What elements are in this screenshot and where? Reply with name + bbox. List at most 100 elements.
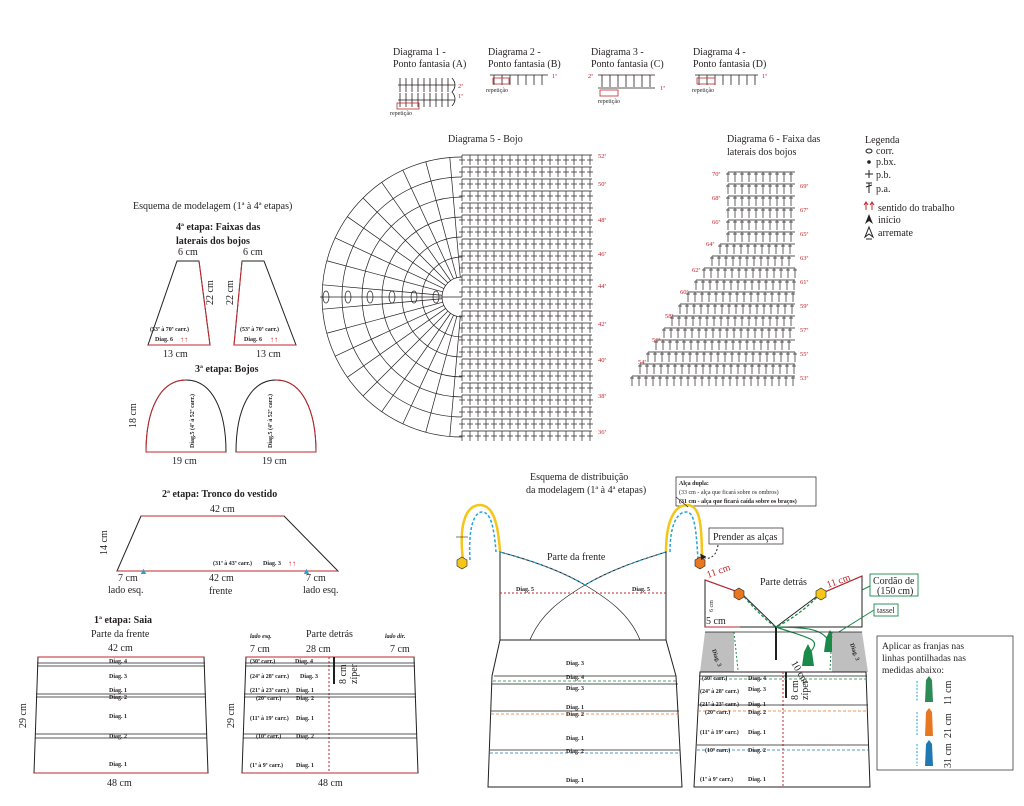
tronco-diag: Diag. 3 (263, 561, 281, 567)
dist-back-diag: Diag. 1 (748, 702, 766, 708)
diagram-4-subtitle: Ponto fantasia (D) (693, 59, 766, 70)
slip-stitch-icon (867, 160, 871, 164)
fringe-orange: 21 cm (916, 708, 954, 738)
faixa-row-r: 67ª (800, 207, 809, 214)
hex-bead (456, 556, 468, 570)
franjas-line-1: Aplicar as franjas nas (882, 641, 964, 652)
etapa-4: 4ª etapa: Faixas das laterais dos bojos … (147, 222, 297, 360)
distribuicao: Esquema de distribuição da modelagem (1ª… (456, 472, 1014, 788)
faixa-row-l: 60ª (680, 289, 689, 296)
diagram-2-rep: repetição (486, 88, 508, 94)
saia-front-top: 42 cm (108, 643, 133, 654)
diagram-6: Diagrama 6 - Faixa das laterais dos bojo… (630, 134, 820, 386)
saia-front-row: Diag. 1 (109, 688, 127, 694)
legend: Legenda corr. p.bx. p.b. p.a. sentido do… (863, 135, 955, 240)
diagram-5: Diagrama 5 - Bojo 52ª 50ª 48ª 46ª 44ª 42… (320, 134, 607, 441)
alca-line-2: (31 cm - alça que ficará caída sobre os … (679, 498, 797, 505)
faixa-right-rows: 69ª 67ª 65ª 63ª 61ª 59ª 57ª 55ª 53ª (800, 183, 809, 382)
saia-front-lines (35, 662, 207, 739)
back-5cm: 5 cm (706, 616, 726, 627)
back-11cm-r: 11 cm (825, 572, 852, 591)
front-bodice (499, 551, 667, 641)
franjas-line-3: medidas abaixo: (882, 666, 944, 676)
faixa-row-r: 61ª (800, 279, 809, 286)
strap-pointer (675, 496, 689, 508)
distribuicao-title-2: da modelagem (1ª à 4ª etapas) (526, 485, 646, 496)
cordao-pointer (861, 585, 871, 591)
bojo-left-diag: Diag.5 (4ª à 52ª carr.) (189, 394, 196, 448)
bojo-left-width: 19 cm (172, 456, 197, 467)
cord-lacing (740, 592, 821, 628)
etapa-4-title-1: 4ª etapa: Faixas das (176, 222, 260, 233)
hex-bead (733, 587, 745, 601)
faixa-row-l: 54ª (638, 359, 647, 366)
bojo-row-48: 48ª (598, 217, 607, 224)
saia-back-diag: Diag. 1 (296, 763, 314, 769)
faixa-row-l: 68ª (712, 195, 721, 202)
bojo-row-52: 52ª (598, 153, 607, 160)
saia-back-range: (20ª carr.) (256, 695, 281, 702)
row-3a: 2ª (588, 73, 593, 80)
legend-title: Legenda (865, 135, 900, 146)
hex-bead (694, 556, 706, 570)
diagram-1-rep: repetição (390, 111, 412, 117)
tronco-mid-sub: frente (209, 586, 233, 597)
parte-frente-label: Parte da frente (547, 552, 606, 563)
dist-back-range: (24ª à 28ª carr.) (700, 688, 739, 695)
saia-back-diag: Diag. 3 (300, 674, 318, 680)
diagram-1-title: Diagrama 1 - (393, 47, 446, 58)
saia-back-right: 7 cm (390, 644, 410, 655)
saia-front-row: Diag. 1 (109, 714, 127, 720)
dist-front-row: Diag. 2 (566, 749, 584, 755)
faixa-left-rows: 70ª 68ª 66ª 64ª 62ª 60ª 58ª 56ª 54ª (638, 171, 721, 366)
bojo-right-edge (275, 379, 317, 453)
faixa-row-l: 58ª (665, 313, 674, 320)
parte-detras-label: Parte detrás (760, 577, 807, 588)
cordao-2: (150 cm) (877, 586, 913, 597)
cordao-1: Cordão de (873, 576, 915, 587)
diagram-2-stitches (490, 74, 548, 85)
arrow-up-icon: ↑↑ (180, 335, 188, 344)
saia-front-row: Diag. 1 (109, 762, 127, 768)
tronco-mid: 42 cm (209, 573, 234, 584)
franjas-line-2: linhas pontilhadas nas (882, 654, 966, 664)
faixa-row-l: 70ª (712, 171, 721, 178)
faixa-row-l: 66ª (712, 219, 721, 226)
bojo-chart (320, 154, 593, 441)
etapa-1: 1ª etapa: Saia Parte da frente 42 cm Dia… (18, 615, 419, 789)
saia-front-height: 29 cm (18, 703, 29, 728)
row-1b: 1ª (458, 93, 463, 100)
faixa-right-height: 22 cm (225, 280, 236, 305)
saia-front-row: Diag. 4 (109, 659, 127, 665)
hex-bead (815, 587, 827, 601)
dist-front-row: Diag. 1 (566, 778, 584, 784)
finish-icon (863, 225, 875, 240)
tassel-label: tassel (877, 606, 896, 615)
fringe-size-11: 11 cm (943, 680, 954, 705)
etapa-4-title-2: laterais dos bojos (176, 236, 250, 247)
arrow-up-icon: ↑↑ (270, 335, 278, 344)
diagram-3-stitches (598, 74, 655, 97)
tronco-height: 14 cm (99, 530, 110, 555)
saia-back-range: (24ª à 28ª carr.) (250, 673, 289, 680)
back-8cm: 8 cm (790, 680, 801, 700)
dist-back-range: (30ª carr.) (702, 675, 727, 682)
saia-back-range: (10ª carr.) (256, 733, 281, 740)
row-2: 1ª (552, 73, 557, 80)
blue-marker: ▲ (302, 566, 311, 576)
saia-back-diag: Diag. 2 (296, 734, 314, 740)
bojo-row-36: 36ª (598, 429, 607, 436)
saia-back-diag: Diag. 2 (296, 696, 314, 702)
dist-front-row: Diag. 1 (566, 705, 584, 711)
bojo-row-40: 40ª (598, 357, 607, 364)
dist-back-diag: Diag. 4 (748, 676, 766, 682)
tronco-rows: (31ª à 43ª carr.) (213, 560, 252, 567)
fringe-size-21: 21 cm (943, 713, 954, 738)
faixa-left-diag: Diag. 6 (155, 337, 173, 343)
saia-back-right-label: lado dir. (385, 634, 406, 640)
back-edge-right (819, 575, 863, 595)
blue-marker: ▲ (139, 566, 148, 576)
dist-back-diag: Diag. 2 (748, 748, 766, 754)
front-diag5-r: Diag. 5 (632, 587, 650, 593)
distribuicao-title-1: Esquema de distribuição (530, 472, 628, 483)
